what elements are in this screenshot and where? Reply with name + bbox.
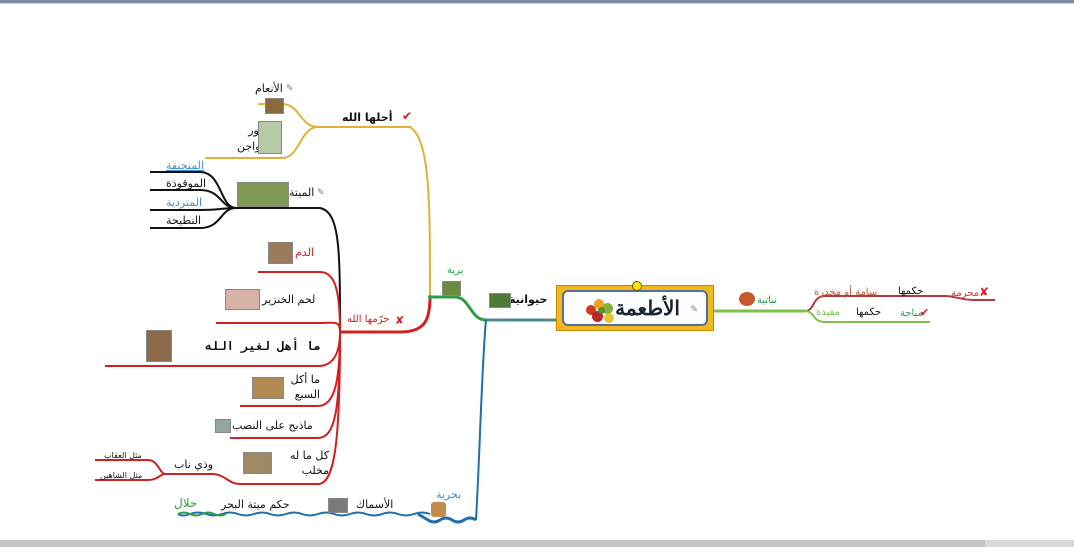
connector-forbidden-pork bbox=[216, 321, 341, 333]
connector-talons-fangs bbox=[165, 473, 241, 485]
land-animals-image bbox=[442, 281, 461, 296]
connector-halal bbox=[177, 511, 227, 517]
node-plant[interactable]: نباتية bbox=[757, 295, 778, 306]
node-cattle[interactable]: الأنعام bbox=[255, 82, 283, 95]
node-falcon[interactable]: مثل الشاهين bbox=[100, 471, 143, 480]
node-altar-slaughtered[interactable]: ماذبح على النصب bbox=[232, 419, 313, 432]
connector-land-permitted bbox=[318, 126, 431, 298]
connector-plant-ruling-b bbox=[804, 310, 930, 323]
cross-icon: ✘ bbox=[395, 314, 405, 327]
window-top-border-shadow bbox=[0, 3, 1074, 4]
node-land[interactable]: برية bbox=[447, 265, 464, 276]
sea-food-image bbox=[431, 502, 446, 517]
check-icon: ✔ bbox=[402, 109, 413, 123]
predator-image bbox=[252, 377, 284, 399]
connector-carrion-gored bbox=[150, 207, 237, 229]
node-predator-eaten[interactable]: ما أكل السبع bbox=[290, 373, 320, 401]
node-fangs[interactable]: وذي ناب bbox=[174, 458, 214, 471]
connector-sea-wavy bbox=[417, 512, 477, 524]
check-icon: ✔ bbox=[920, 306, 930, 319]
node-pork[interactable]: لحم الخنزير bbox=[262, 293, 316, 306]
central-topic[interactable]: الأطعمة ✎ bbox=[556, 281, 714, 331]
scrollbar-thumb[interactable] bbox=[0, 540, 985, 547]
window-top-border bbox=[0, 0, 1074, 3]
plants-image bbox=[739, 292, 755, 306]
node-harmful[interactable]: سامة أو مخدرة bbox=[814, 287, 878, 298]
node-beaten[interactable]: الموقوذة bbox=[166, 177, 207, 190]
connector-forbidden-talons bbox=[240, 331, 341, 485]
fish-image bbox=[328, 498, 348, 513]
paperclip-icon: ✎ bbox=[690, 305, 698, 315]
connector-land-forbidden bbox=[340, 296, 432, 334]
pork-image bbox=[225, 289, 260, 310]
node-strangled[interactable]: المنخنقة bbox=[166, 159, 204, 172]
connector-animal-land bbox=[430, 295, 487, 322]
node-sea-carrion[interactable]: حكم ميتة البحر bbox=[221, 498, 290, 511]
node-animal[interactable]: حيوانية bbox=[509, 293, 548, 306]
node-eagle[interactable]: مثل العقاب bbox=[104, 451, 142, 460]
blood-image bbox=[268, 242, 293, 264]
birds-image bbox=[258, 121, 282, 154]
connector-forbidden-right bbox=[944, 295, 995, 301]
animals-image bbox=[489, 293, 511, 308]
node-forbidden-by-god[interactable]: حرّمها الله bbox=[347, 314, 390, 325]
cattle-image bbox=[265, 98, 284, 114]
horizontal-scrollbar[interactable] bbox=[0, 540, 1074, 547]
node-carrion[interactable]: الميتة bbox=[289, 186, 315, 199]
connector-forbidden-carrion bbox=[236, 207, 341, 333]
connector-forbidden-blood bbox=[258, 271, 341, 333]
central-title: الأطعمة bbox=[615, 296, 680, 320]
cross-icon: ✘ bbox=[979, 285, 990, 299]
central-topic-frame: الأطعمة ✎ bbox=[562, 290, 708, 326]
node-fallen[interactable]: المتردية bbox=[166, 196, 203, 209]
node-fish[interactable]: الأسماك bbox=[356, 498, 394, 511]
node-permitted-by-god[interactable]: أحلها الله bbox=[342, 111, 393, 124]
connector-permitted-birds bbox=[205, 126, 319, 159]
fruit-bowl-image bbox=[584, 295, 620, 327]
node-blood[interactable]: الدم bbox=[295, 246, 314, 259]
node-ruling-b[interactable]: حكمها bbox=[856, 307, 882, 318]
node-forbidden-right[interactable]: محرمة bbox=[951, 288, 980, 299]
sacrifice-image bbox=[146, 330, 172, 362]
paperclip-icon: ✎ bbox=[317, 188, 325, 198]
paperclip-icon: ✎ bbox=[286, 84, 294, 94]
node-useful[interactable]: مفيدة bbox=[816, 307, 840, 318]
node-sea[interactable]: بحرية bbox=[436, 488, 462, 501]
connector-animal-sea bbox=[475, 319, 487, 521]
carrion-image bbox=[237, 182, 289, 207]
node-allowed[interactable]: مباحة bbox=[900, 308, 923, 319]
altar-image bbox=[215, 419, 231, 433]
talons-image bbox=[243, 452, 272, 474]
node-gored[interactable]: النطيحة bbox=[166, 214, 202, 227]
central-handle[interactable] bbox=[632, 281, 642, 291]
node-halal[interactable]: حلال bbox=[174, 496, 198, 510]
node-ruling-a[interactable]: حكمها bbox=[898, 286, 924, 297]
node-other-than-god[interactable]: ما أهل لغير الله bbox=[205, 339, 321, 353]
node-talons[interactable]: كل ما له مخلب bbox=[289, 449, 329, 477]
connector-fangs-falcon bbox=[95, 473, 166, 481]
